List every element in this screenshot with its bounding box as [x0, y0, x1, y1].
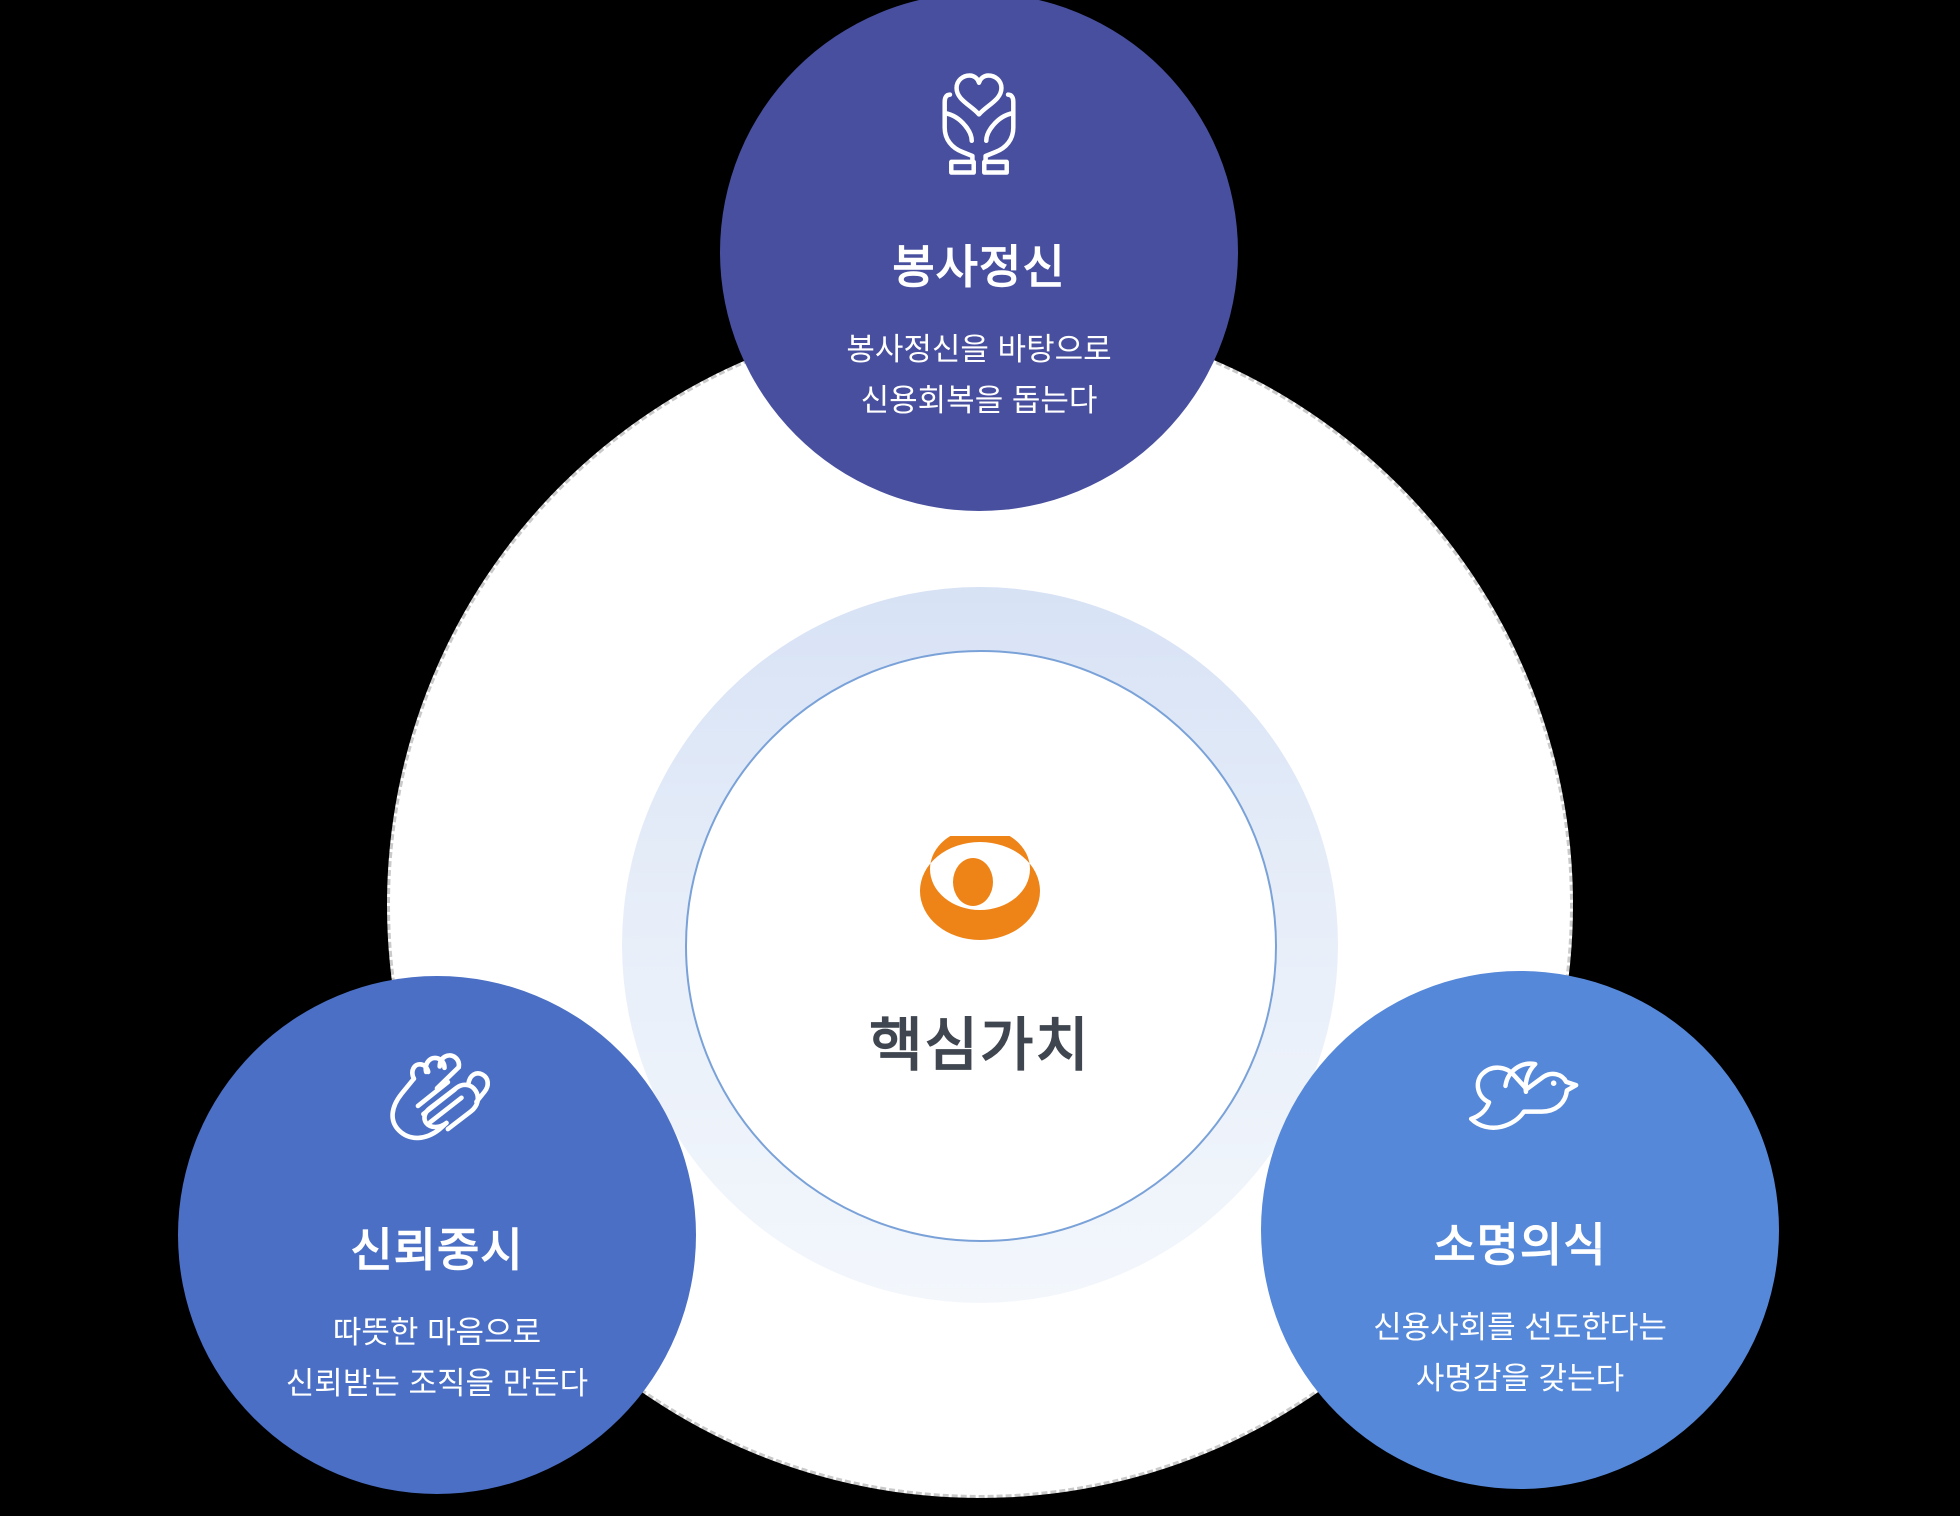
value-title-trust: 신뢰중시	[350, 1224, 524, 1276]
value-desc-line: 신용사회를 선도한다는	[1373, 1310, 1667, 1345]
emblem-head	[953, 858, 993, 906]
inner-circle	[685, 650, 1277, 1242]
value-title-service: 봉사정신	[892, 241, 1066, 293]
value-circle-service: 봉사정신 봉사정신을 바탕으로 신용회복을 돕는다	[720, 0, 1238, 511]
value-desc-service: 봉사정신을 바탕으로 신용회복을 돕는다	[720, 324, 1238, 426]
value-desc-line: 신용회복을 돕는다	[860, 383, 1098, 418]
dove-icon	[1468, 1061, 1579, 1130]
value-circle-calling: 소명의식 신용사회를 선도한다는 사명감을 갖는다	[1261, 971, 1779, 1489]
emblem-crescent	[920, 836, 1040, 940]
value-desc-line: 따뜻한 마음으로	[332, 1315, 542, 1350]
value-desc-line: 봉사정신을 바탕으로	[846, 332, 1112, 367]
person-crescent-emblem-icon	[920, 836, 1040, 940]
value-desc-line: 신뢰받는 조직을 만든다	[285, 1366, 589, 1401]
value-desc-line: 사명감을 갖는다	[1415, 1361, 1625, 1396]
clapping-hands-icon	[390, 1053, 490, 1141]
value-desc-trust: 따뜻한 마음으로 신뢰받는 조직을 만든다	[178, 1307, 696, 1409]
value-title-calling: 소명의식	[1433, 1219, 1607, 1271]
value-circle-trust: 신뢰중시 따뜻한 마음으로 신뢰받는 조직을 만든다	[178, 976, 696, 1494]
center-title: 핵심가치	[869, 1013, 1091, 1078]
hands-holding-heart-icon	[942, 73, 1016, 175]
value-desc-calling: 신용사회를 선도한다는 사명감을 갖는다	[1261, 1302, 1779, 1404]
